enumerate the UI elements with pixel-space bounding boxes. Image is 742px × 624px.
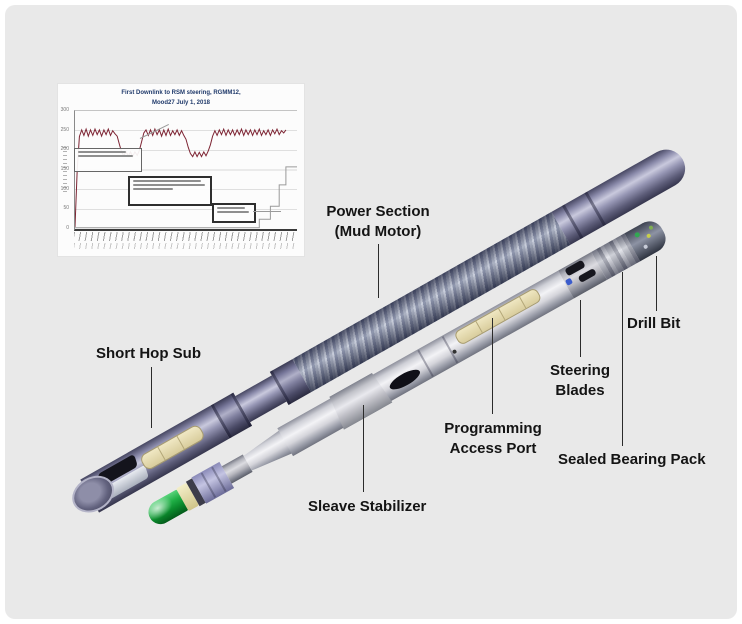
leader-drill-bit [656, 256, 657, 311]
leader-short-hop-sub [151, 367, 152, 428]
panel-divider [519, 296, 527, 309]
label-sealed-bearing-pack: Sealed Bearing Pack [558, 451, 706, 468]
y-tick-label: 250 [60, 126, 69, 133]
label-power-section: Power Section (Mud Motor) [326, 203, 430, 240]
micro-text-line [78, 155, 133, 157]
ring-edge [584, 191, 606, 227]
panel-divider [498, 308, 506, 321]
y-tick-label: 50 [63, 205, 69, 212]
blue-marker [564, 277, 574, 286]
leader-power-section [378, 244, 379, 298]
inset-performance-chart: First Downlink to RSM steering, RGMM12, … [58, 84, 304, 256]
panel-divider [176, 435, 185, 450]
micro-text-line [217, 207, 245, 209]
y-axis-label-microtext [63, 146, 67, 192]
ring-edge [200, 472, 217, 498]
panel-divider [157, 446, 166, 461]
leader-programming-access-port [492, 318, 493, 414]
y-axis-tick-labels: 300 250 200 150 100 50 0 [58, 107, 72, 231]
bit-cutter-dot [642, 244, 649, 250]
y-tick-label: 300 [60, 107, 69, 113]
micro-text-line [133, 188, 173, 190]
leader-steering-blades [580, 300, 581, 357]
y-tick-label: 200 [60, 146, 69, 153]
label-drill-bit: Drill Bit [627, 315, 681, 332]
y-tick-label: 0 [66, 225, 69, 231]
annotation-box-1 [74, 148, 142, 172]
y-tick-label: 150 [60, 166, 69, 172]
chart-series-line [75, 127, 287, 228]
annotation-connector-line [253, 211, 281, 212]
x-axis-tick-labels-row2 [74, 243, 296, 249]
leader-sealed-bearing-pack [622, 272, 623, 446]
bit-cutter-dot [645, 233, 652, 239]
annotation-box-2 [128, 176, 212, 206]
bit-cutter-dot [648, 224, 654, 231]
label-short-hop-sub: Short Hop Sub [96, 345, 201, 362]
micro-text-line [133, 180, 201, 182]
chart-title: First Downlink to RSM steering, RGMM12, … [58, 89, 304, 108]
micro-text-line [78, 151, 126, 153]
bit-cutter-dot [633, 231, 641, 239]
label-sleave-stabilizer: Sleave Stabilizer [308, 498, 427, 515]
x-axis-tick-labels-row1 [74, 232, 296, 241]
ring-edge [561, 204, 584, 239]
chart-title-line2: Mood27 July 1, 2018 [151, 99, 211, 106]
leader-sleave-stabilizer [363, 405, 364, 492]
micro-text-line [133, 184, 205, 186]
label-programming-access-port: Programming Access Port [444, 420, 542, 457]
port-dot [451, 348, 458, 355]
chart-title-line1: First Downlink to RSM steering, RGMM12, [121, 90, 241, 96]
micro-text-line [217, 211, 249, 213]
label-steering-blades: Steering Blades [549, 362, 610, 399]
chart-series-line [75, 166, 297, 229]
y-tick-label: 100 [60, 185, 69, 192]
steering-blade-pad [577, 268, 597, 283]
annotation-box-3 [212, 203, 256, 223]
panel-divider [475, 321, 483, 333]
